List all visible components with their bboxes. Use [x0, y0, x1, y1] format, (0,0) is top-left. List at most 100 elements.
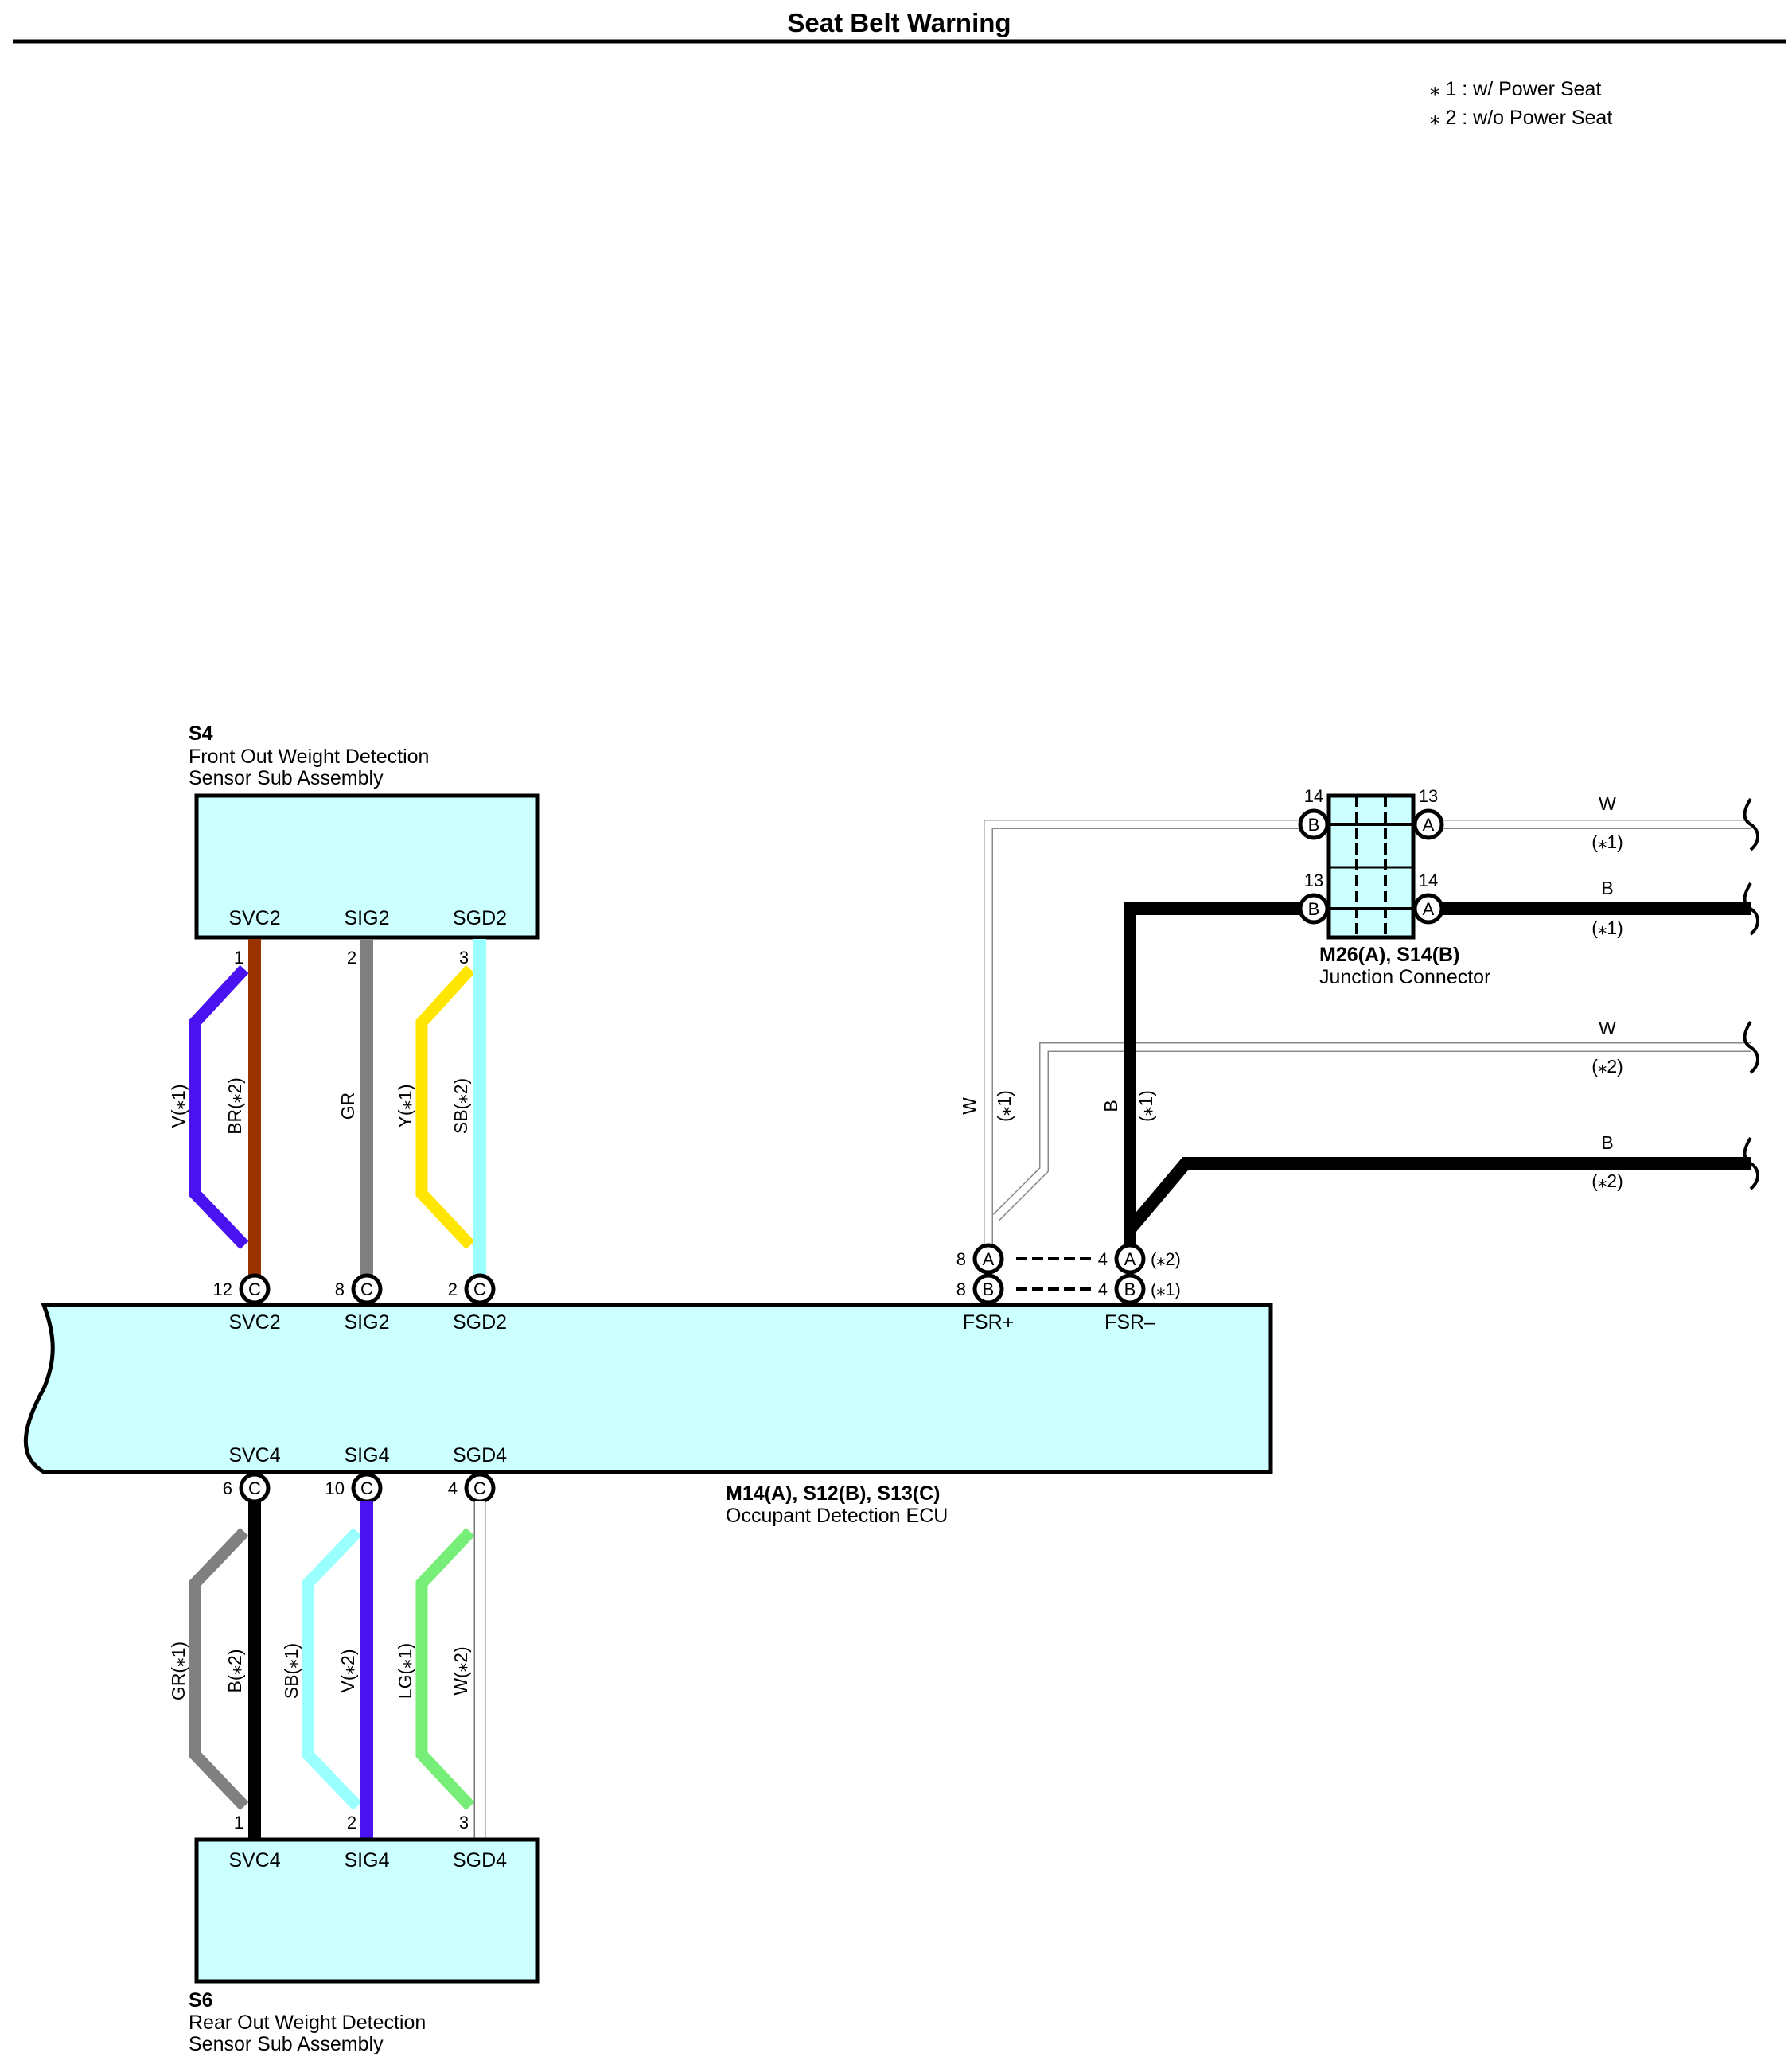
- junction-name: Junction Connector: [1319, 966, 1490, 988]
- continuation-mark-4: [1743, 1136, 1759, 1190]
- ecu-pin-sgd2: SGD2: [453, 1311, 507, 1334]
- wire-label-right-b1: B: [1601, 878, 1613, 898]
- junction-pin-13-top: 13: [1419, 786, 1438, 806]
- s4-box: [194, 793, 540, 940]
- wire-label-br2: BR(⁎2): [224, 1077, 245, 1135]
- fsr-minus-b-pin: 4: [1098, 1279, 1108, 1299]
- wire-label-w-vertical: W: [959, 1097, 980, 1115]
- wire-s4-yellow: [415, 964, 475, 1250]
- occupant-detection-ecu: SVC2 SIG2 SGD2 FSR+ FSR– SVC4 SIG4 SGD4 …: [24, 1303, 1273, 1527]
- ecu-pin-number-8: 8: [335, 1279, 345, 1299]
- fsr-plus-a-pin: 8: [956, 1249, 966, 1269]
- s4-pin-sgd2: SGD2: [453, 907, 507, 929]
- continuation-mark-2: [1743, 882, 1759, 936]
- wire-label-sb1: SB(⁎1): [281, 1643, 302, 1699]
- s6-pin-sig4: SIG4: [345, 1849, 390, 1871]
- ecu-pin-fsr-minus: FSR–: [1104, 1311, 1155, 1334]
- wire-s6-gray: [189, 1527, 249, 1811]
- ecu-box: [24, 1303, 1273, 1474]
- connector-fsr-minus-a: [1114, 1243, 1146, 1275]
- s4-id: S4: [189, 722, 213, 745]
- ecu-name: Occupant Detection ECU: [726, 1505, 948, 1527]
- ecu-pin-number-12: 12: [213, 1279, 232, 1299]
- wire-label-v2: V(⁎2): [337, 1649, 358, 1693]
- s4-pin-sig2: SIG2: [345, 907, 390, 929]
- ecu-pin-fsr-plus: FSR+: [963, 1311, 1015, 1334]
- junction-conn-a13-letter: A: [1423, 815, 1435, 835]
- ecu-bottom-connectors: C C C 6 10 4: [223, 1472, 496, 1504]
- junction-pin-13-bottom: 13: [1304, 870, 1323, 890]
- wire-b-star1: [1124, 902, 1309, 1257]
- junction-conn-a14: [1412, 893, 1444, 925]
- connector-fsr-minus-a-letter: A: [1124, 1249, 1136, 1269]
- s4-name-line1: Front Out Weight Detection: [189, 746, 429, 768]
- s6-pin-number-1: 1: [234, 1813, 243, 1832]
- connector-fsr-minus-b: [1114, 1273, 1146, 1305]
- fsr-a-variant: (⁎2): [1151, 1249, 1181, 1269]
- wire-w-star1-core: [984, 820, 1309, 1257]
- connector-fsr-plus-a: [972, 1243, 1004, 1275]
- wire-s6-skyblue: [302, 1527, 362, 1811]
- ecu-pin-number-4: 4: [448, 1478, 458, 1498]
- wire-label-y1: Y(⁎1): [395, 1085, 415, 1128]
- wire-w-star2: [992, 1042, 1751, 1221]
- s6-pin-number-2: 2: [347, 1813, 356, 1832]
- continuation-mark-3: [1743, 1020, 1759, 1074]
- connector-c-sgd2: [464, 1273, 496, 1305]
- wire-label-right-w2: W: [1599, 1018, 1616, 1038]
- connector-fsr-plus-b-letter: B: [983, 1279, 995, 1299]
- junction-conn-b14: [1298, 808, 1330, 840]
- wire-label-right-w1: W: [1599, 793, 1616, 814]
- wire-label-v1: V(⁎1): [168, 1085, 189, 1128]
- ecu-top-connectors: C C C 12 8 2: [213, 1273, 496, 1305]
- continuation-mark-1: [1743, 797, 1759, 851]
- junction-pin-14-bottom: 14: [1419, 870, 1438, 890]
- connector-c-sig4-letter: C: [360, 1478, 373, 1498]
- junction-connector: B 14 A 13 B 13 A 14 M26(A), S14(B) Junct…: [1298, 786, 1490, 988]
- wire-w-star1: [984, 820, 1309, 1257]
- connector-c-sgd4-letter: C: [473, 1478, 486, 1498]
- wire-label-b-star1-vertical: (⁎1): [1136, 1090, 1156, 1122]
- fsr-wiring: W (⁎1) B (⁎1) W (⁎1) B (⁎1) W (⁎2) B (⁎2…: [959, 793, 1759, 1257]
- ecu-pin-number-10: 10: [325, 1478, 345, 1498]
- s6-name-line1: Rear Out Weight Detection: [189, 2012, 426, 2034]
- wire-label-gr1: GR(⁎1): [168, 1642, 189, 1700]
- fsr-minus-a-pin: 4: [1098, 1249, 1108, 1269]
- ecu-id: M14(A), S12(B), S13(C): [726, 1482, 941, 1505]
- note-1: ⁎ 1 : w/ Power Seat: [1430, 78, 1601, 100]
- s6-pin-svc4: SVC4: [228, 1849, 280, 1871]
- connector-c-sig2: [351, 1273, 383, 1305]
- s6-id: S6: [189, 1989, 213, 2012]
- connector-c-svc2: [239, 1273, 271, 1305]
- fsr-b-variant: (⁎1): [1151, 1279, 1181, 1299]
- ecu-pin-svc2: SVC2: [228, 1311, 280, 1334]
- junction-conn-b13-letter: B: [1308, 899, 1320, 919]
- s4-pin-number-2: 2: [347, 948, 356, 968]
- s4-pin-number-1: 1: [234, 948, 243, 968]
- wire-label-right-b2: B: [1601, 1132, 1613, 1153]
- junction-conn-b14-letter: B: [1308, 815, 1320, 835]
- junction-conn-a14-letter: A: [1423, 899, 1435, 919]
- wire-label-w2: W(⁎2): [450, 1646, 471, 1695]
- wire-w-star2-core: [993, 1043, 1751, 1221]
- wire-label-b2: B(⁎2): [224, 1649, 245, 1693]
- wire-label-gr: GR: [337, 1092, 358, 1120]
- connector-fsr-plus-a-letter: A: [983, 1249, 995, 1269]
- s6-pin-sgd4: SGD4: [453, 1849, 507, 1871]
- ecu-pin-sgd4: SGD4: [453, 1444, 507, 1466]
- ecu-pin-sig4: SIG4: [345, 1444, 390, 1466]
- ecu-pin-number-2: 2: [448, 1279, 458, 1299]
- connector-c-svc4-letter: C: [248, 1478, 261, 1498]
- page-title: Seat Belt Warning: [787, 8, 1011, 37]
- ecu-pin-number-6: 6: [223, 1478, 232, 1498]
- wire-s6-lightgreen: [415, 1527, 475, 1811]
- junction-conn-b13: [1298, 893, 1330, 925]
- fsr-plus-b-pin: 8: [956, 1279, 966, 1299]
- s6-pin-number-3: 3: [459, 1813, 469, 1832]
- note-2: ⁎ 2 : w/o Power Seat: [1430, 107, 1612, 129]
- s6-box: [194, 1837, 540, 1984]
- connector-fsr-minus-b-letter: B: [1124, 1279, 1136, 1299]
- s4-name-line2: Sensor Sub Assembly: [189, 767, 384, 789]
- connector-c-sgd2-letter: C: [473, 1279, 486, 1299]
